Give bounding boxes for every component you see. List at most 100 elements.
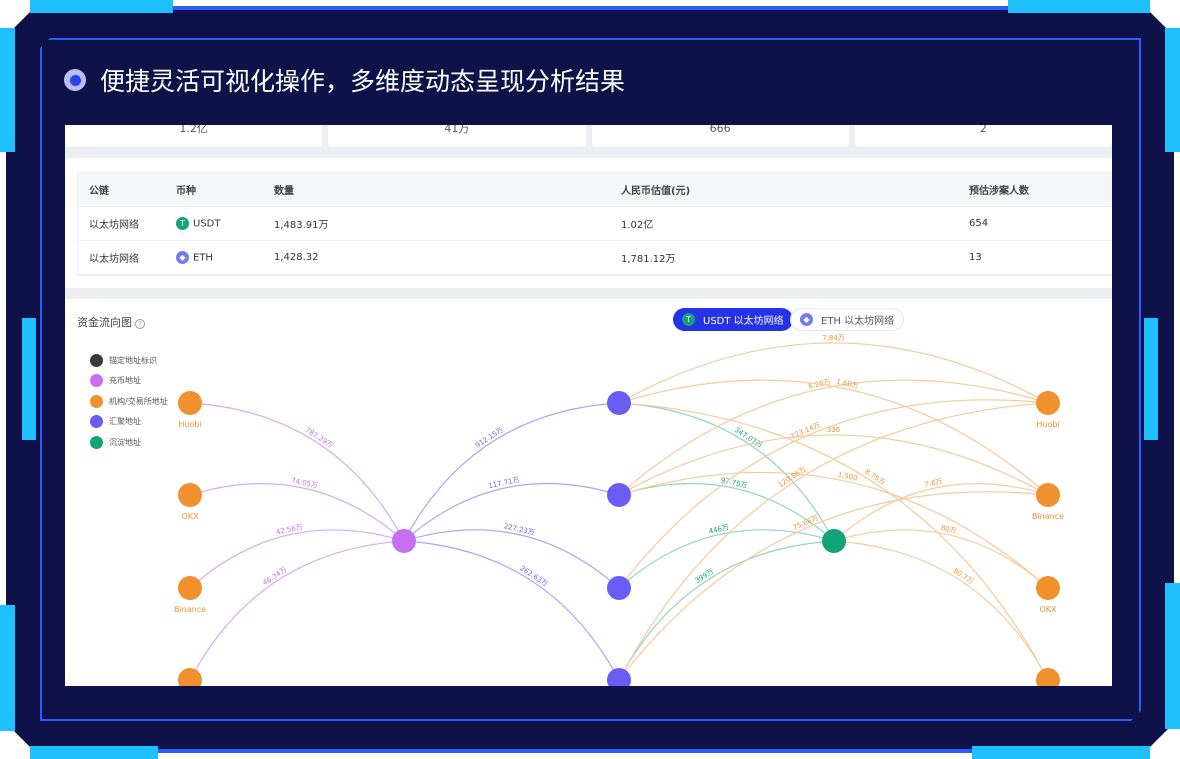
legend-item[interactable]: 沉淀地址 [90, 432, 168, 453]
legend-item[interactable]: 机构/交易所地址 [90, 391, 168, 412]
edge-label: 123.14万 [790, 421, 822, 441]
graph-node-exchange[interactable] [178, 483, 202, 507]
cell-people: 13 [969, 252, 982, 263]
cell-people: 654 [969, 218, 989, 229]
flow-edge[interactable] [618, 471, 1049, 589]
frame-accent [0, 605, 15, 731]
node-label: Huobi [178, 420, 201, 429]
flow-edge[interactable] [189, 540, 405, 681]
edge-label: 1.60万 [836, 378, 860, 391]
legend-item[interactable]: 汇聚地址 [90, 412, 168, 433]
edge-label: 262.63万 [518, 564, 549, 588]
legend-label: 机构/交易所地址 [109, 396, 168, 406]
flow-edge[interactable] [833, 483, 1049, 542]
cell-rmb: 1.02亿 [621, 220, 654, 231]
graph-node-collect[interactable] [607, 483, 631, 507]
legend-label: 沉淀地址 [109, 437, 141, 447]
frame-accent [1165, 28, 1180, 152]
graph-node-exchange[interactable] [1036, 668, 1060, 686]
node-label: OKX [1039, 605, 1057, 614]
graph-node-exchange[interactable] [178, 576, 202, 600]
cell-amount: 1,428.32 [274, 252, 319, 263]
flow-edge[interactable] [618, 402, 1049, 681]
flow-edge[interactable] [403, 529, 620, 589]
chart-title: 资金流向图? [77, 314, 145, 330]
ethereum-icon: ◆ [176, 251, 189, 264]
graph-node-collect[interactable] [607, 576, 631, 600]
ethereum-icon: ◆ [800, 313, 813, 326]
flow-edge[interactable] [189, 483, 405, 542]
graph-node-exchange[interactable] [178, 668, 202, 686]
flow-edge[interactable] [189, 529, 405, 589]
graph-node-exchange[interactable] [1036, 576, 1060, 600]
node-label: Binance [1032, 512, 1064, 521]
flow-edge[interactable] [618, 434, 1049, 496]
coin-label: USDT [193, 218, 221, 230]
flow-edge[interactable] [403, 402, 620, 542]
cell-amount: 1,483.91万 [274, 220, 329, 231]
flow-edge[interactable] [618, 379, 1049, 496]
legend-swatch [90, 394, 103, 408]
edge-label: 7.8万 [924, 477, 943, 489]
flow-edge[interactable] [618, 379, 1049, 496]
col-amount: 数量 [274, 186, 294, 197]
flow-edge[interactable] [618, 342, 1049, 404]
graph-node-collect[interactable] [607, 391, 631, 415]
graph-node-deposit[interactable] [392, 529, 416, 553]
frame-line [173, 6, 1008, 10]
legend-label: 锚定地址标识 [109, 355, 157, 365]
bullet-icon [64, 69, 86, 91]
frame-line [158, 749, 972, 753]
cell-coin: ◆ ETH [176, 251, 274, 264]
frame-accent [30, 746, 158, 759]
help-icon[interactable]: ? [135, 319, 145, 329]
table-row[interactable]: 以太坊网络 ◆ETH 1,428.32 1,781.12万 13 [78, 241, 1112, 275]
frame-accent [30, 0, 173, 13]
edge-label: 336 [827, 426, 841, 434]
edge-label: 1,500 [837, 471, 858, 483]
flow-edge[interactable] [618, 482, 835, 542]
edge-label: 7.84万 [822, 334, 845, 342]
legend-item[interactable]: 充币地址 [90, 371, 168, 392]
legend-item[interactable]: 锚定地址标识 [90, 350, 168, 371]
flow-edge[interactable] [833, 540, 1049, 681]
stats-row: 1.2亿 41万 666 2 [65, 125, 1112, 158]
anchor-icon [90, 353, 103, 367]
col-chain: 公链 [89, 186, 109, 197]
flow-edge[interactable] [618, 402, 835, 542]
frame-accent [22, 318, 36, 440]
flow-edge[interactable] [618, 529, 835, 589]
tab-usdt[interactable]: T USDT 以太坊网络 [673, 308, 793, 331]
legend-label: 汇聚地址 [109, 417, 141, 427]
flow-edge[interactable] [618, 540, 835, 681]
tether-icon: T [682, 313, 695, 326]
stat-card: 41万 [328, 125, 586, 147]
flow-edge[interactable] [618, 402, 1049, 681]
stat-card: 1.2亿 [65, 125, 323, 147]
node-label: Binance [174, 605, 206, 614]
flow-edge[interactable] [833, 529, 1049, 589]
coin-label: ETH [193, 252, 213, 264]
graph-node-exchange[interactable] [1036, 391, 1060, 415]
flow-edge[interactable] [403, 540, 620, 681]
graph-node-collect[interactable] [607, 668, 631, 686]
flow-edge[interactable] [618, 491, 1049, 681]
edge-label: 120.86万 [777, 465, 808, 489]
chart-title-text: 资金流向图 [77, 316, 132, 329]
flow-edge[interactable] [403, 482, 620, 542]
tab-label: USDT 以太坊网络 [703, 316, 784, 327]
flow-edge[interactable] [189, 402, 405, 542]
node-label: OKX [181, 512, 199, 521]
edge-label: 347.07万 [733, 426, 764, 450]
cell-rmb: 1,781.12万 [621, 254, 676, 265]
tab-eth[interactable]: ◆ETH 以太坊网络 [790, 308, 905, 331]
edge-label: 787.29万 [304, 426, 335, 450]
inner-border [40, 38, 1141, 721]
graph-node-settle[interactable] [822, 529, 846, 553]
legend-swatch [90, 435, 103, 449]
graph-node-exchange[interactable] [178, 391, 202, 415]
headline-text: 便捷灵活可视化操作，多维度动态呈现分析结果 [100, 67, 626, 96]
graph-node-exchange[interactable] [1036, 483, 1060, 507]
